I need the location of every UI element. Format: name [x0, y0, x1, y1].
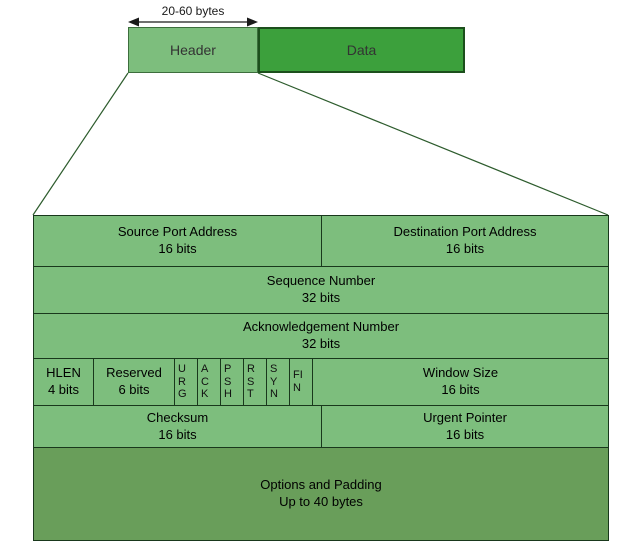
cell-subtitle: 32 bits: [301, 336, 341, 351]
flag-label: URG: [178, 362, 187, 401]
cell-title: Checksum: [146, 409, 209, 425]
cell-hlen: HLEN 4 bits: [34, 359, 93, 405]
cell-urgent-pointer: Urgent Pointer 16 bits: [321, 406, 608, 447]
cell-subtitle: 16 bits: [158, 241, 197, 256]
flag-label: FIN: [293, 369, 303, 394]
table-row-acknowledgement: Acknowledgement Number 32 bits: [34, 313, 608, 358]
connector-left-line: [32, 72, 129, 216]
cell-source-port: Source Port Address 16 bits: [34, 216, 321, 266]
arrowhead-left-icon: [128, 17, 139, 27]
cell-reserved: Reserved 6 bits: [93, 359, 174, 405]
header-box-label: Header: [170, 42, 216, 58]
cell-subtitle: 32 bits: [301, 290, 341, 305]
flag-cell-urg: URG: [174, 359, 197, 405]
header-box: Header: [128, 27, 258, 73]
table-row-sequence: Sequence Number 32 bits: [34, 266, 608, 313]
cell-sequence-number: Sequence Number 32 bits: [34, 267, 608, 313]
cell-subtitle: 4 bits: [47, 382, 80, 397]
data-box-label: Data: [346, 42, 377, 58]
flag-cell-psh: PSH: [220, 359, 243, 405]
cell-title: Reserved: [106, 365, 162, 381]
cell-subtitle: Up to 40 bytes: [279, 494, 363, 509]
table-row-ports: Source Port Address 16 bits Destination …: [34, 216, 608, 266]
cell-title: Options and Padding: [260, 477, 382, 493]
connector-right-line: [257, 72, 609, 216]
arrowhead-right-icon: [247, 17, 258, 27]
cell-title: HLEN: [46, 365, 81, 381]
size-arrow-label: 20-60 bytes: [161, 4, 225, 18]
cell-title: Acknowledgement Number: [242, 319, 400, 335]
cell-title: Urgent Pointer: [423, 409, 507, 425]
flag-label: RST: [247, 362, 255, 401]
flag-label: SYN: [270, 362, 278, 401]
tcp-header-table: Source Port Address 16 bits Destination …: [33, 215, 609, 541]
cell-subtitle: 16 bits: [445, 241, 485, 256]
flag-cell-syn: SYN: [266, 359, 289, 405]
cell-title: Source Port Address: [117, 224, 238, 240]
cell-checksum: Checksum 16 bits: [34, 406, 321, 447]
cell-destination-port: Destination Port Address 16 bits: [321, 216, 608, 266]
cell-subtitle: 16 bits: [441, 382, 480, 397]
cell-window-size: Window Size 16 bits: [312, 359, 608, 405]
flag-cell-fin: FIN: [289, 359, 312, 405]
cell-title: Window Size: [422, 365, 499, 381]
cell-subtitle: 16 bits: [445, 426, 485, 442]
cell-subtitle: 6 bits: [118, 382, 150, 397]
cell-options-padding: Options and Padding Up to 40 bytes: [34, 448, 608, 540]
cell-subtitle: 16 bits: [158, 426, 197, 442]
flag-label: PSH: [224, 362, 232, 401]
flag-cell-rst: RST: [243, 359, 266, 405]
size-arrow: [128, 17, 258, 27]
cell-acknowledgement-number: Acknowledgement Number 32 bits: [34, 314, 608, 358]
flag-cell-ack: ACK: [197, 359, 220, 405]
table-row-checksum: Checksum 16 bits Urgent Pointer 16 bits: [34, 405, 608, 447]
cell-title: Sequence Number: [266, 273, 376, 289]
flag-label: ACK: [201, 362, 209, 401]
table-row-options: Options and Padding Up to 40 bytes: [34, 447, 608, 540]
cell-title: Destination Port Address: [393, 224, 537, 240]
table-row-flags: HLEN 4 bits Reserved 6 bits URG ACK PSH …: [34, 358, 608, 405]
data-box: Data: [258, 27, 465, 73]
